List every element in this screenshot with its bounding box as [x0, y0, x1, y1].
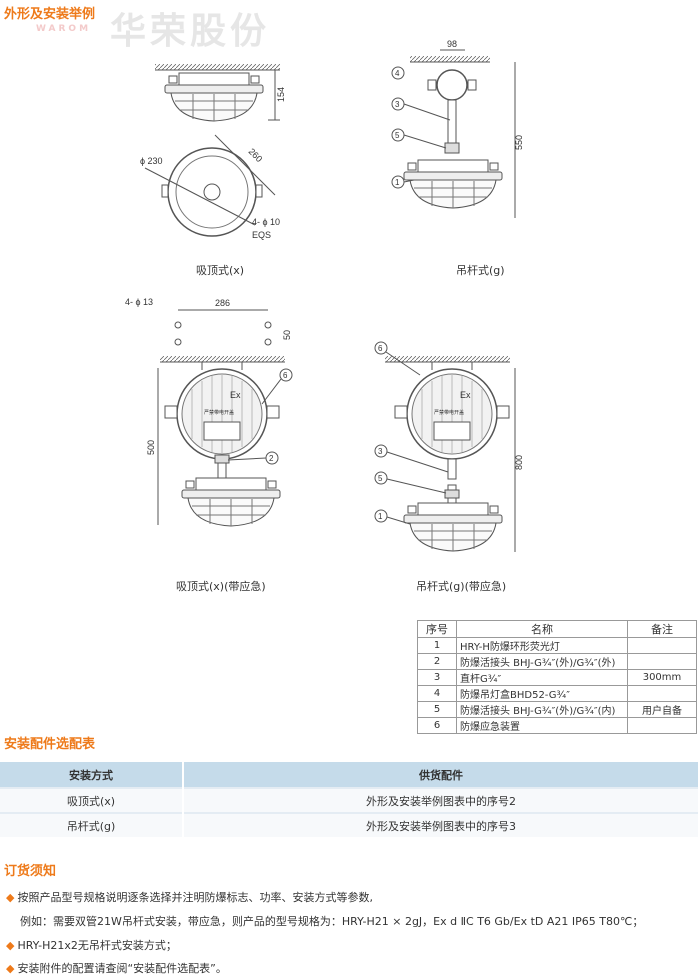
cell-no: 2: [417, 653, 457, 670]
cell-name: 防爆吊灯盒BHD52-G¾″: [456, 685, 628, 702]
warning-text: 严禁带电开盖: [204, 409, 234, 416]
part-label: 3: [378, 447, 383, 456]
diamond-bullet-icon: ◆: [6, 962, 15, 975]
column-header: 供货配件: [183, 762, 700, 788]
ordering-item-text: 例如：需要双管21W吊杆式安装，带应急，则产品的型号规格为：HRY-H21 × …: [20, 915, 644, 928]
dim-diagonal: 260: [247, 146, 265, 164]
dim-top: 98: [447, 39, 457, 49]
diamond-bullet-icon: ◆: [6, 939, 15, 952]
ordering-item-text: 按照产品型号规格说明逐条选择并注明防爆标志、功率、安装方式等参数,: [17, 891, 373, 904]
dim-width: 286: [215, 298, 230, 308]
cell-note: [627, 685, 697, 702]
cell-name: 防爆活接头 BHJ-G¾″(外)/G¾″(外): [456, 653, 628, 670]
column-header: 安装方式: [0, 762, 184, 788]
caption-pendant: 吊杆式(g): [456, 264, 505, 277]
ordering-example: 例如：需要双管21W吊杆式安装，带应急，则产品的型号规格为：HRY-H21 × …: [20, 913, 643, 929]
column-header: 名称: [456, 620, 628, 638]
dim-holes: 4- ϕ 13: [125, 297, 153, 307]
drawing-pendant-emergency: Ex 严禁带电开盖 800 6 3 5 1: [374, 341, 524, 552]
cell-name: 防爆应急装置: [456, 717, 628, 734]
part-label: 2: [269, 454, 274, 463]
part-label: 5: [378, 474, 383, 483]
part-label: 6: [283, 371, 288, 380]
ordering-item-text: 安装附件的配置请查阅“安装配件选配表”。: [17, 962, 227, 975]
cell-no: 1: [417, 637, 457, 654]
cell-parts: 外形及安装举例图表中的序号3: [183, 812, 700, 837]
cell-no: 3: [417, 669, 457, 686]
dim-height: 800: [514, 455, 524, 470]
drawing-pendant-mount: 98 550 4 3 5 1: [391, 39, 524, 218]
ex-mark: Ex: [230, 390, 241, 400]
column-header: 序号: [417, 620, 457, 638]
drawing-ceiling-mount: 154 ϕ 230 260 4- ϕ 10 EQS: [140, 64, 286, 240]
part-label: 3: [395, 100, 400, 109]
dim-holes: 4- ϕ 10: [252, 217, 280, 227]
dim-eqs: EQS: [252, 230, 271, 240]
cell-note: [627, 717, 697, 734]
section-title-ordering: 订货须知: [4, 864, 57, 879]
caption-ceiling: 吸顶式(x): [196, 264, 245, 277]
ordering-item: ◆HRY-H21x2无吊杆式安装方式；: [6, 937, 177, 953]
dim-height: 154: [276, 87, 286, 102]
accessories-table: 安装方式 供货配件 吸顶式(x)外形及安装举例图表中的序号2 吊杆式(g)外形及…: [0, 762, 700, 837]
table-row: 吸顶式(x)外形及安装举例图表中的序号2: [0, 787, 700, 813]
cell-parts: 外形及安装举例图表中的序号2: [183, 787, 700, 813]
part-label: 5: [395, 131, 400, 140]
cell-no: 5: [417, 701, 457, 718]
cell-note: 用户自备: [627, 701, 697, 718]
drawing-ceiling-emergency: 4- ϕ 13 286 50 Ex 严禁带电开盖 500 6 2: [125, 297, 293, 527]
cell-no: 6: [417, 717, 457, 734]
cell-note: [627, 637, 697, 654]
ordering-item: ◆安装附件的配置请查阅“安装配件选配表”。: [6, 960, 227, 976]
part-label: 1: [395, 178, 400, 187]
installation-drawings: 154 ϕ 230 260 4- ϕ 10 EQS 98 550 4 3 5 1…: [125, 39, 524, 552]
dim-height: 500: [146, 440, 156, 455]
dim-gap: 50: [282, 330, 292, 340]
dim-diameter: ϕ 230: [140, 156, 163, 166]
dim-height: 550: [514, 135, 524, 150]
watermark-logo: WAROM: [36, 24, 92, 34]
diamond-bullet-icon: ◆: [6, 891, 15, 904]
watermark-brand: 华荣股份: [110, 11, 271, 52]
cell-name: 直杆G¾″: [456, 669, 628, 686]
section-title-accessories: 安装配件选配表: [4, 737, 96, 752]
ordering-item: ◆按照产品型号规格说明逐条选择并注明防爆标志、功率、安装方式等参数,: [6, 889, 373, 905]
ordering-item-text: HRY-H21x2无吊杆式安装方式；: [17, 939, 177, 952]
cell-name: HRY-H防爆环形荧光灯: [456, 637, 628, 654]
caption-ceiling-emergency: 吸顶式(x)(带应急): [176, 580, 266, 593]
column-header: 备注: [627, 620, 697, 638]
table-row: 吊杆式(g)外形及安装举例图表中的序号3: [0, 812, 700, 837]
caption-pendant-emergency: 吊杆式(g)(带应急): [416, 580, 507, 593]
cell-note: 300mm: [627, 669, 697, 686]
cell-no: 4: [417, 685, 457, 702]
cell-note: [627, 653, 697, 670]
ex-mark: Ex: [460, 390, 471, 400]
section-title-dimensions: 外形及安装举例: [4, 7, 96, 22]
part-label: 6: [378, 344, 383, 353]
cell-method: 吸顶式(x): [0, 787, 184, 813]
cell-method: 吊杆式(g): [0, 812, 184, 837]
warning-text: 严禁带电开盖: [434, 409, 464, 416]
cell-name: 防爆活接头 BHJ-G¾″(外)/G¾″(内): [456, 701, 628, 718]
part-label: 4: [395, 69, 400, 78]
part-label: 1: [378, 512, 383, 521]
